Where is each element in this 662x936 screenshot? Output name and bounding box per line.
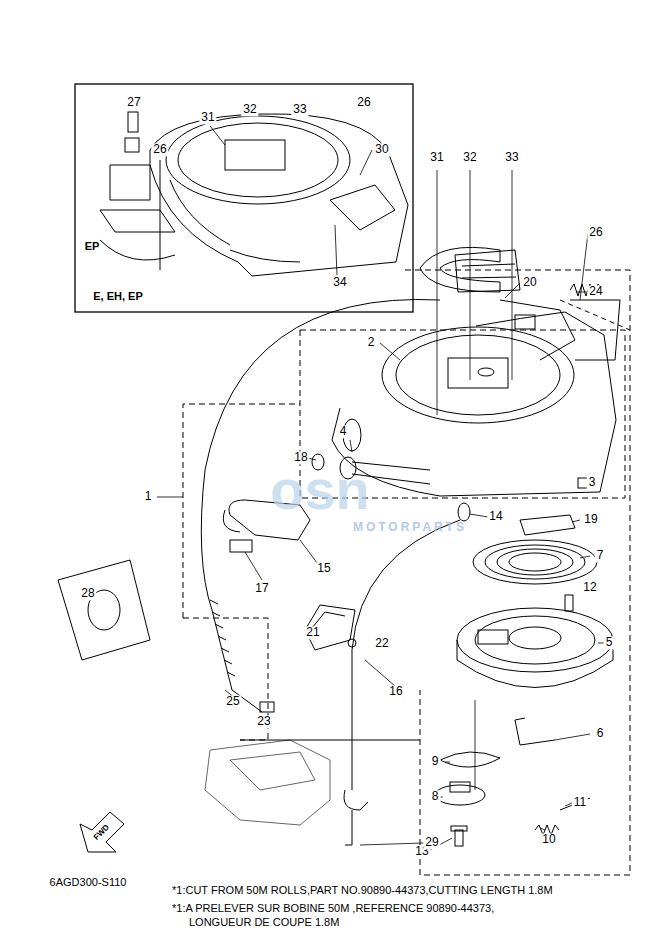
callout-number: 26 [355, 96, 372, 109]
callout-number: 26 [151, 143, 168, 156]
callout-number: 8 [430, 790, 441, 803]
callout-number: 17 [253, 582, 270, 595]
callout-number: 33 [291, 103, 308, 116]
callout-number: 9 [430, 755, 441, 768]
note-text: *1:CUT FROM 50M ROLLS,PART NO.90890-4437… [172, 884, 553, 896]
callout-number: 32 [241, 103, 258, 116]
callout-number: 22 [373, 637, 390, 650]
callout-number: 14 [487, 510, 504, 523]
watermark: osn [270, 459, 370, 521]
callout-number: 31 [428, 151, 445, 164]
callout-number: 11 [572, 796, 588, 809]
callout-number: 24 [587, 285, 604, 298]
callout-number: 12 [581, 581, 598, 594]
callout-number: 4 [338, 425, 349, 438]
callout-number: 3 [587, 476, 598, 489]
callout-number: 34 [331, 276, 348, 289]
callout-number: 19 [582, 513, 599, 526]
part-code: 6AGD300-S110 [48, 876, 129, 888]
model-label: EP [85, 240, 100, 252]
callout-number: 21 [304, 626, 321, 639]
callout-number: 26 [587, 226, 604, 239]
callout-number: 6 [595, 727, 606, 740]
callout-number: 27 [125, 96, 142, 109]
callout-number: 15 [315, 562, 332, 575]
callout-number: 7 [595, 549, 606, 562]
callout-number: 28 [79, 587, 96, 600]
callout-number: 33 [503, 151, 520, 164]
callout-number: 10 [540, 833, 557, 846]
callout-number: 5 [604, 636, 615, 649]
callout-number: 23 [255, 715, 272, 728]
callout-number: 30 [373, 143, 390, 156]
callout-number: 2 [366, 336, 377, 349]
note-text: *1:A PRELEVER SUR BOBINE 50M ,REFERENCE … [172, 901, 534, 930]
callout-number: 1 [143, 490, 154, 503]
callout-number: 32 [461, 151, 478, 164]
callout-number: 16 [387, 685, 404, 698]
callout-number: 25 [224, 695, 241, 708]
watermark: MOTORPARTS [353, 521, 467, 534]
callout-number: 29 [423, 836, 440, 849]
callout-number: 20 [521, 276, 538, 289]
model-label: E, EH, EP [93, 290, 143, 302]
callout-number: 31 [199, 111, 216, 124]
